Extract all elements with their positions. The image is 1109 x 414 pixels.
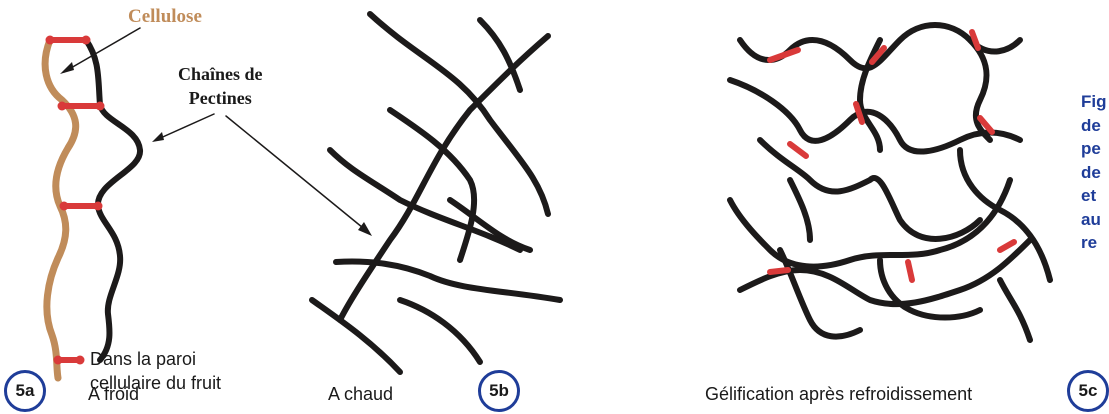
badge-5c: 5c [1067, 370, 1109, 412]
fig-line: au [1081, 208, 1109, 232]
junction-zones-5c [770, 32, 1014, 280]
fig-line: de [1081, 161, 1109, 185]
caption-froid: A froid [88, 384, 139, 405]
fig-line: re [1081, 231, 1109, 255]
fig-line: pe [1081, 137, 1109, 161]
caption-gelification: Gélification après refroidissement [705, 384, 972, 405]
badge-5a: 5a [4, 370, 46, 412]
figure-caption: Fig de pe de et au re [1081, 90, 1109, 255]
paroi-line1: Dans la paroi [90, 347, 221, 371]
cellulose-label: Cellulose [128, 6, 202, 28]
arrow-chaines-5a [156, 114, 214, 140]
caption-chaud: A chaud [328, 384, 393, 405]
pectin-chain-5a [86, 40, 140, 360]
chaines-line1: Chaînes de [178, 62, 263, 86]
pectin-chains-5b [312, 14, 560, 372]
chaines-line2: Pectines [178, 86, 263, 110]
arrow-chaines-5b [226, 116, 368, 232]
fig-line: Fig [1081, 90, 1109, 114]
pectin-network-5c [730, 25, 1050, 340]
badge-5b: 5b [478, 370, 520, 412]
arrow-cellulose [64, 28, 140, 72]
chaines-pectines-label: Chaînes de Pectines [178, 62, 263, 110]
fig-line: de [1081, 114, 1109, 138]
fig-line: et [1081, 184, 1109, 208]
